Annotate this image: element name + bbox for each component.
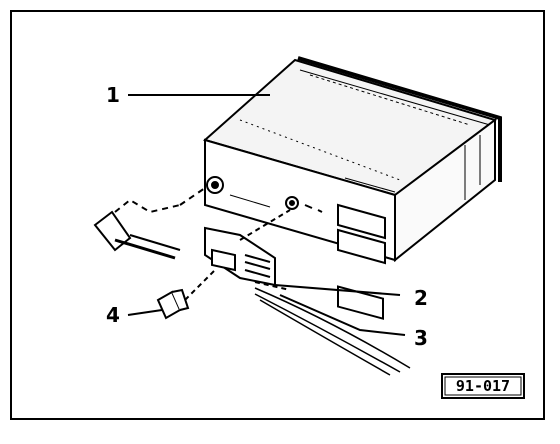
antenna-plug bbox=[93, 187, 206, 260]
reference-code: 91-017 bbox=[456, 377, 510, 395]
callout-4: 4 bbox=[106, 303, 120, 327]
leader-line-3 bbox=[279, 294, 406, 336]
leader-lines bbox=[127, 94, 406, 336]
reference-code-box: 91-017 bbox=[441, 373, 525, 399]
multi-pin-connector bbox=[204, 209, 291, 291]
leader-line-4 bbox=[127, 309, 163, 316]
leader-line-2 bbox=[274, 284, 401, 296]
cable-bundle bbox=[254, 287, 411, 376]
fuse-holder bbox=[156, 269, 216, 320]
callout-2: 2 bbox=[414, 286, 428, 310]
callout-3: 3 bbox=[414, 326, 428, 350]
diagram-frame bbox=[10, 10, 545, 420]
radio-unit bbox=[202, 56, 502, 320]
callout-1: 1 bbox=[106, 83, 120, 107]
